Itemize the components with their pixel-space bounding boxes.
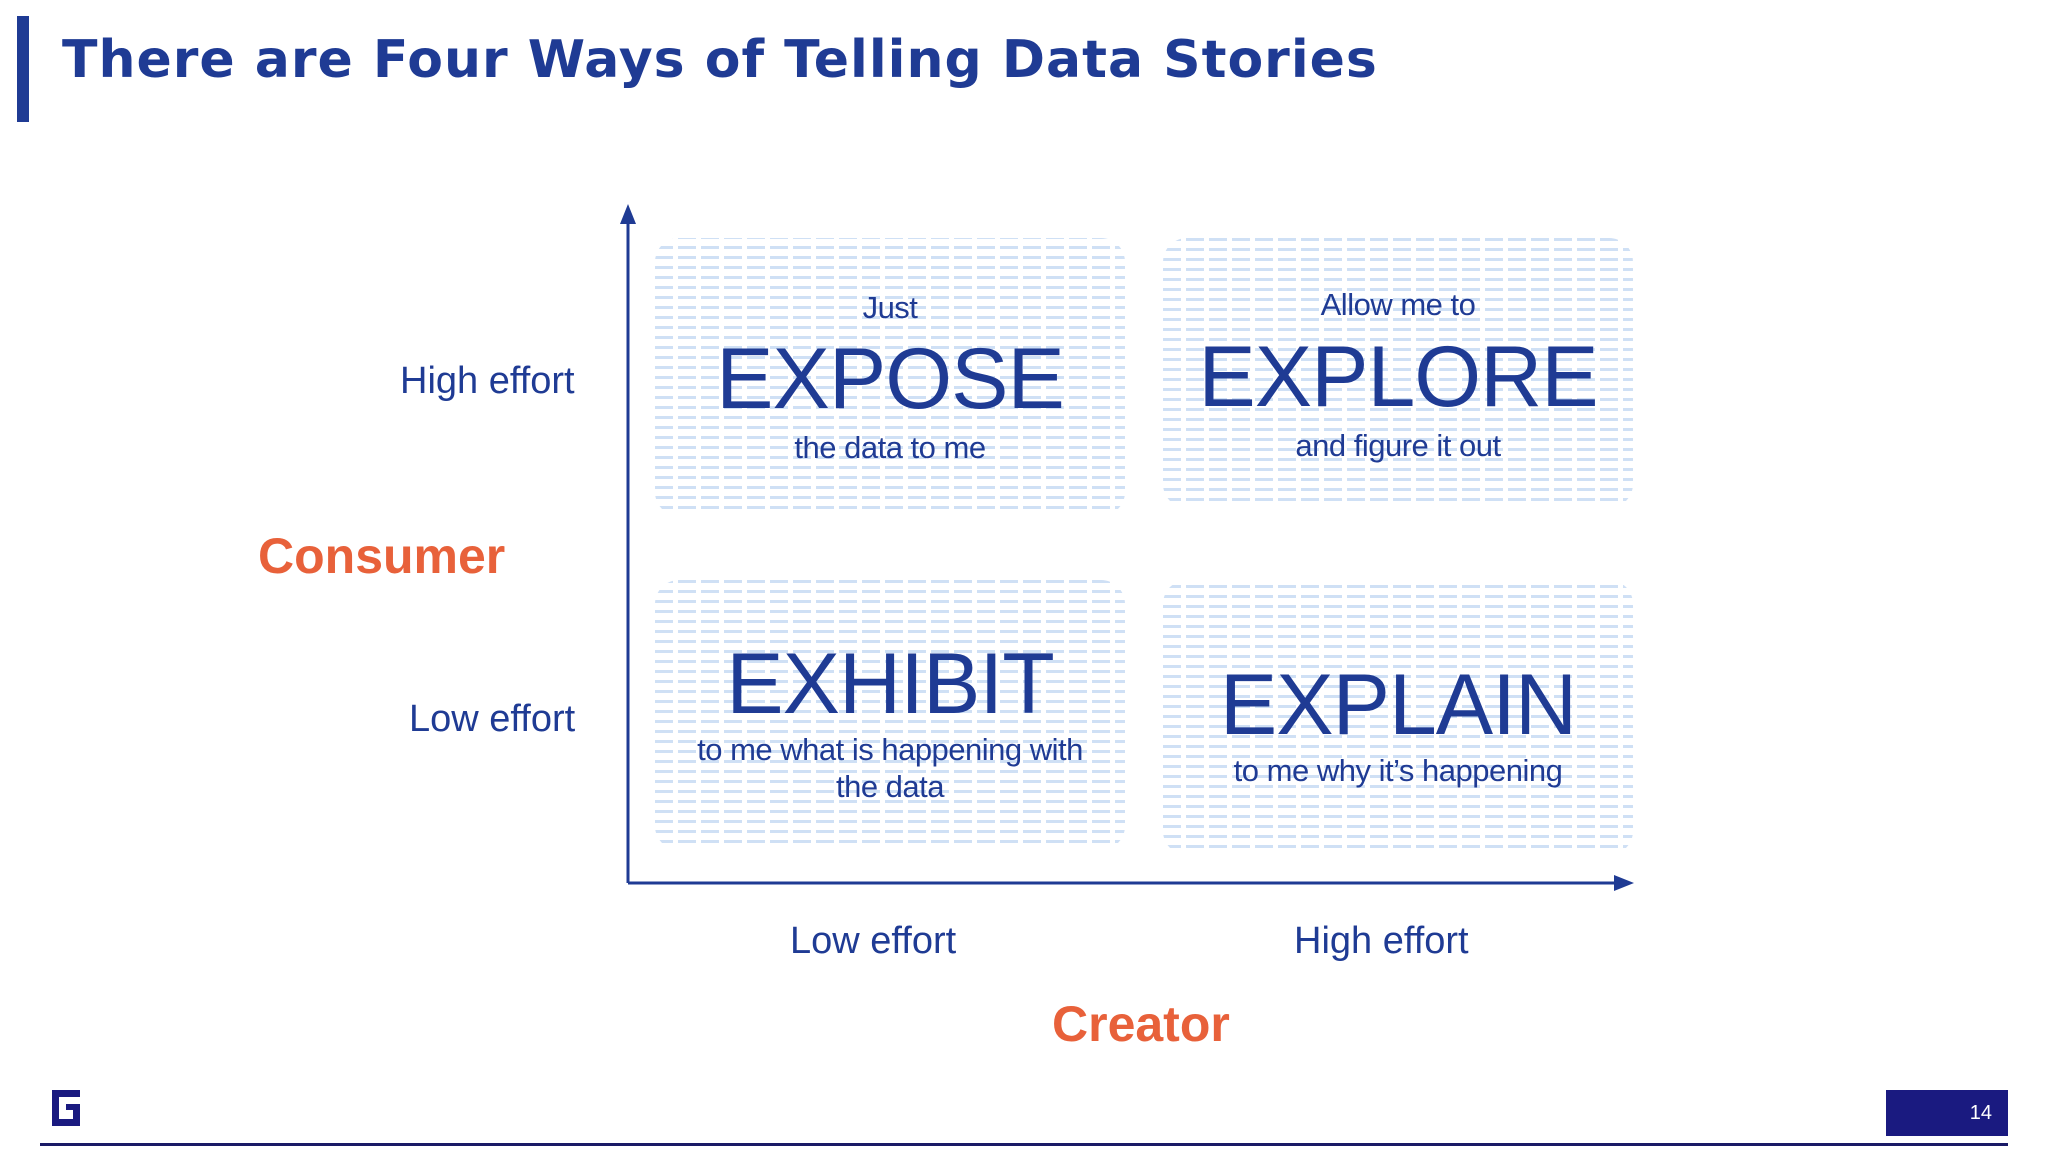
page-number: 14 [1886,1090,2008,1136]
explore-description: and figure it out [1295,428,1501,463]
quadrant-explore [1163,238,1633,508]
y-axis-low-effort-label: Low effort [409,698,576,740]
explain-keyword: EXPLAIN [1219,657,1577,753]
exhibit-keyword: EXHIBIT [726,636,1055,732]
x-axis-title: Creator [1052,996,1230,1052]
x-axis-high-effort-label: High effort [1294,920,1469,962]
expose-description: the data to me [794,430,986,465]
explain-description: to me why it’s happening [1233,753,1563,788]
footer-divider [40,1143,2008,1146]
exhibit-description-line2: the data [835,769,945,804]
x-axis-arrow [1614,875,1634,891]
y-axis-title: Consumer [258,528,506,584]
g-logo-icon [52,1090,80,1126]
title-accent-bar [17,16,29,122]
y-axis-high-effort-label: High effort [400,360,575,402]
quadrant-exhibit [655,580,1125,850]
explore-keyword: EXPLORE [1198,329,1598,425]
explore-intro: Allow me to [1320,287,1476,322]
quadrant-explain [1163,580,1633,855]
quadrant-expose [655,238,1125,516]
x-axis-low-effort-label: Low effort [790,920,957,962]
slide-title: There are Four Ways of Telling Data Stor… [62,30,1378,90]
expose-keyword: EXPOSE [716,331,1065,427]
y-axis-arrow [620,204,636,224]
expose-intro: Just [862,290,918,325]
exhibit-description-line1: to me what is happening with [697,732,1083,767]
